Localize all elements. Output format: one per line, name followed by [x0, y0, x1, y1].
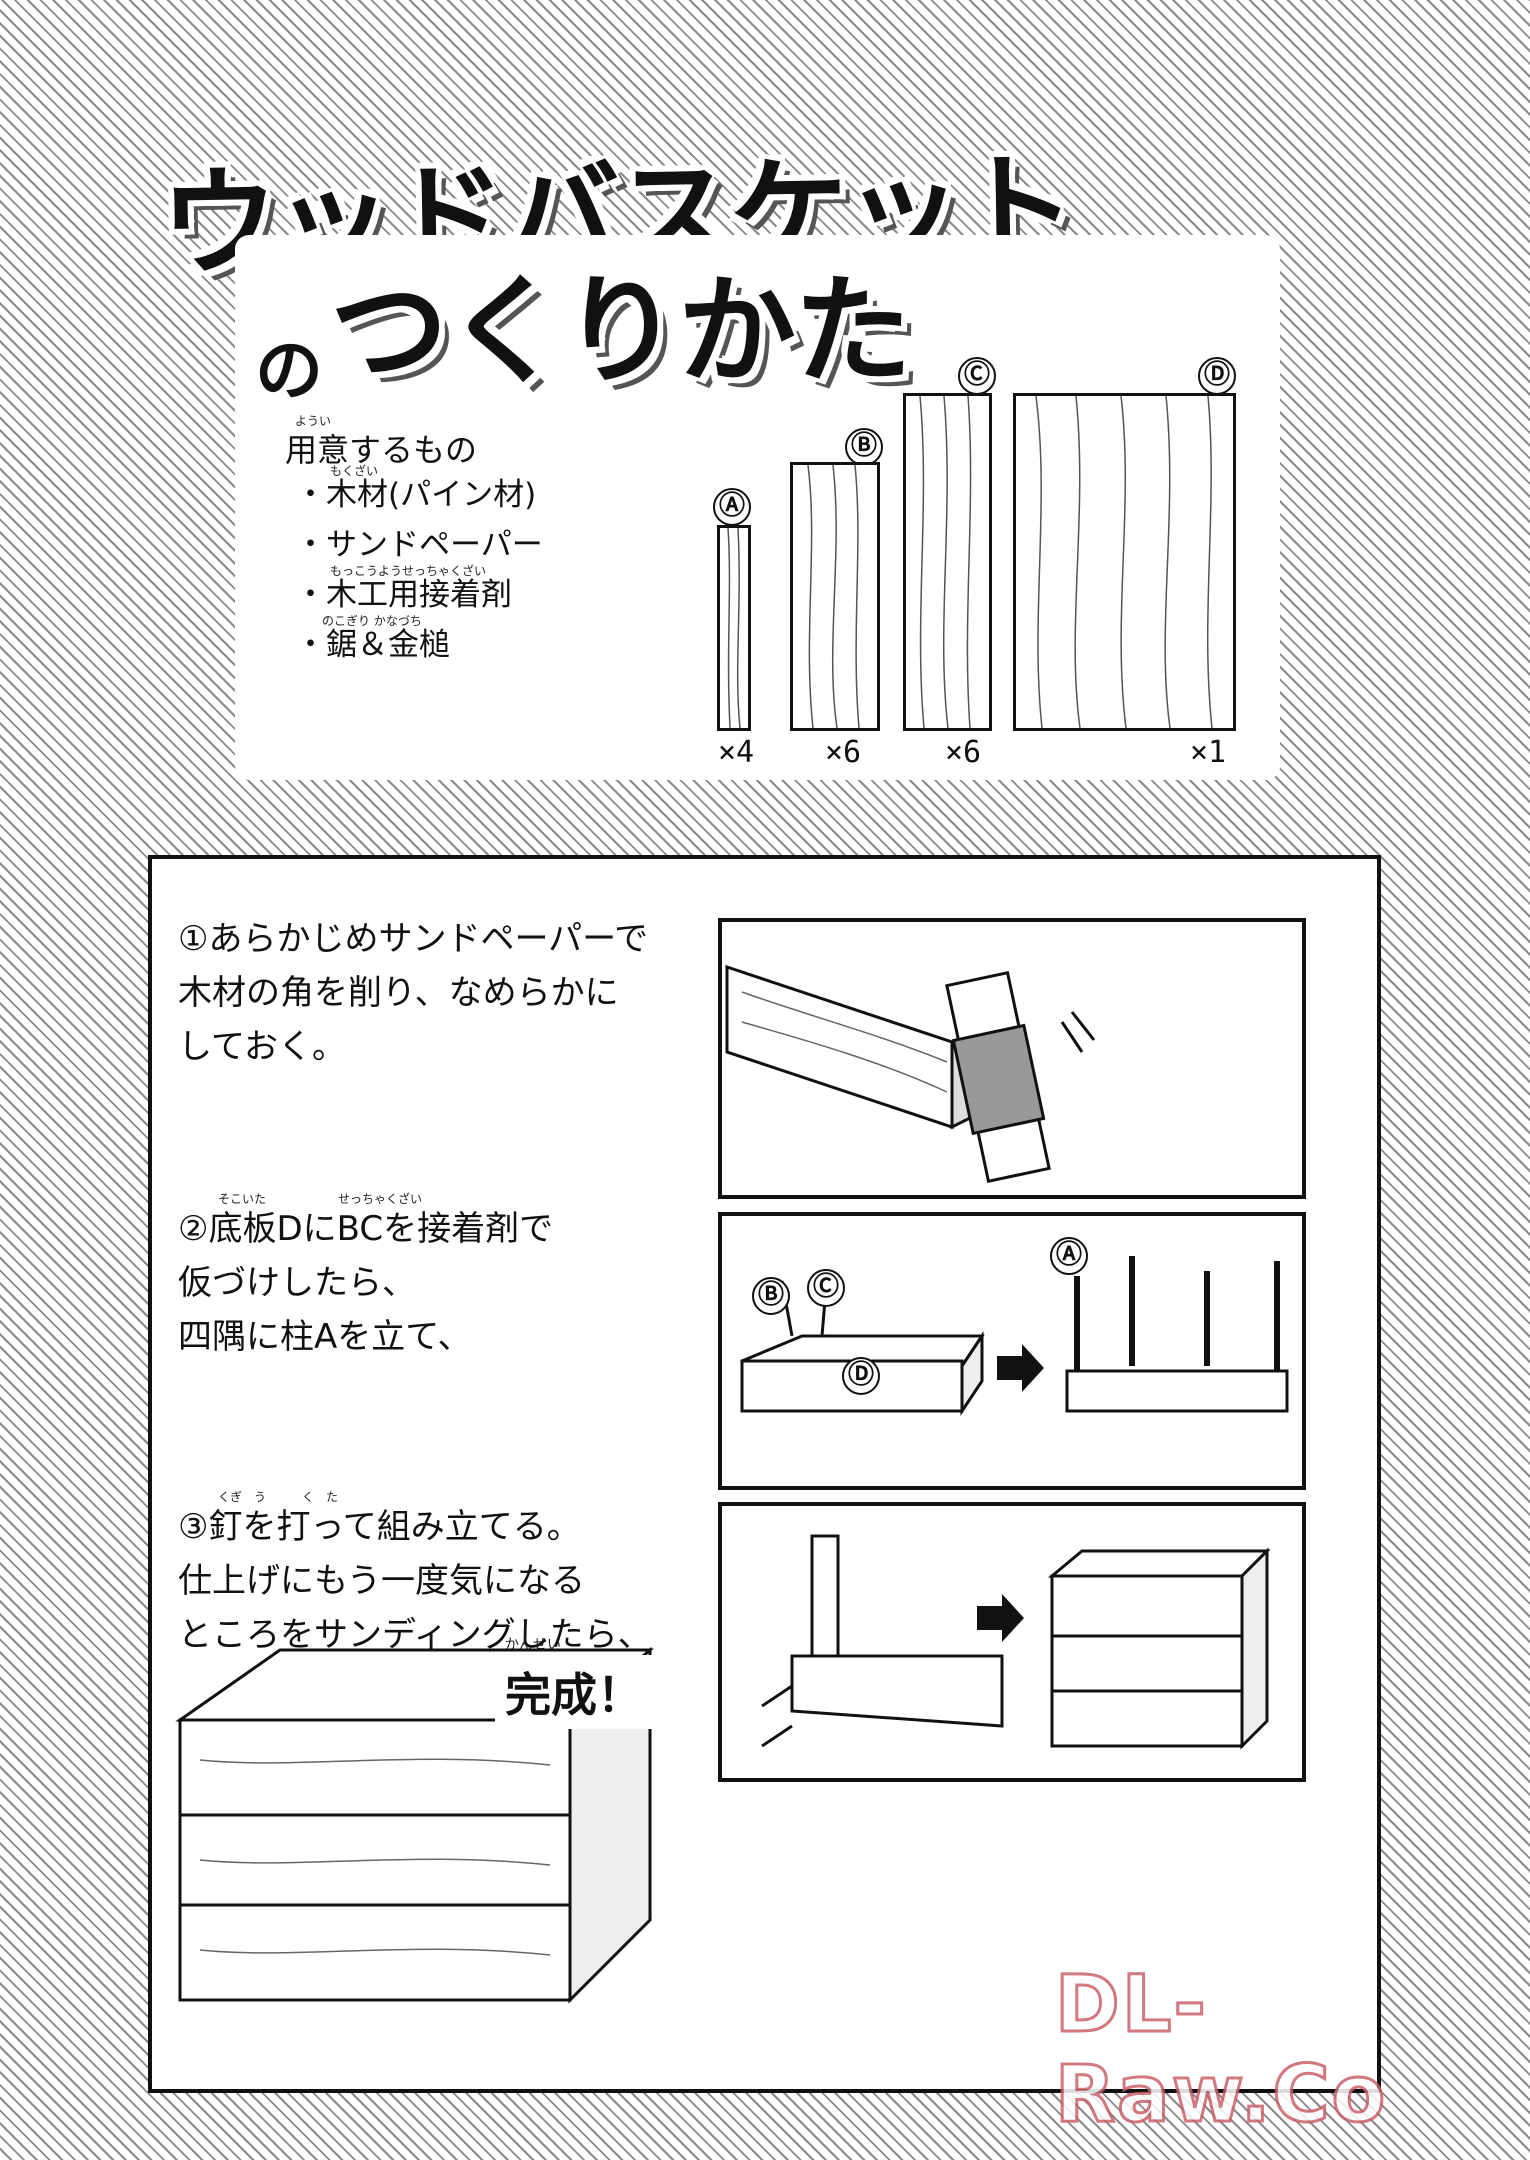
finish-label: 完成！: [495, 1655, 653, 1729]
materials-heading: 用意するもの: [285, 431, 478, 469]
board-qty-c: ×6: [945, 735, 982, 770]
sanding-board-icon: [725, 964, 1096, 1184]
wood-grain-icon: [727, 528, 741, 728]
board-label-b: Ⓑ: [845, 428, 883, 466]
watermark: DL-Raw.Co: [1054, 1959, 1388, 2142]
material-item: サンドペーパー: [295, 520, 543, 570]
board-label-c: Ⓒ: [958, 357, 996, 395]
title-no: の: [255, 332, 324, 411]
step-2-ruby: そこいた せっちゃくざい: [218, 1192, 423, 1206]
diagram-label-b: Ⓑ: [752, 1277, 790, 1315]
diagram-label-c: Ⓒ: [807, 1269, 845, 1307]
materials-list: 木材(パイン材) サンドペーパー 木工用接着剤 鋸＆金槌: [295, 470, 543, 670]
title-line-2: つくりかた: [330, 262, 912, 400]
materials-heading-ruby: ようい: [295, 414, 332, 428]
step-3-text: ③釘を打って組み立てる。 仕上げにもう一度気になる ところをサンディングしたら、: [178, 1507, 652, 1655]
step-1-text: ①あらかじめサンドペーパーで 木材の角を削り、なめらかに しておく。: [178, 919, 649, 1067]
step-3-ruby: くぎ う く た: [218, 1490, 339, 1504]
material-item: 木材(パイン材): [295, 470, 543, 520]
board-label-a: Ⓐ: [713, 488, 751, 526]
nailing-assembly-icon: [761, 1534, 1271, 1750]
board-qty-a: ×4: [718, 735, 755, 770]
board-qty-b: ×6: [825, 735, 862, 770]
base-assembly-icon: [740, 1256, 1289, 1416]
wood-grain-icon: [919, 396, 972, 728]
diagram-label-d: Ⓓ: [842, 1357, 880, 1395]
step-3-illustration: [718, 1502, 1306, 1782]
board-d: [1013, 393, 1236, 731]
diagram-label-a: Ⓐ: [1050, 1237, 1088, 1275]
step-1-illustration: [718, 918, 1306, 1199]
step-2-text: ②底板DにBCを接着剤で 仮づけしたら、 四隅に柱Aを立て、: [178, 1209, 554, 1357]
material-item: 鋸＆金槌: [295, 620, 543, 670]
finish-ruby: かんせい: [505, 1637, 561, 1653]
board-label-d: Ⓓ: [1198, 357, 1236, 395]
board-b: [790, 462, 880, 731]
wood-grain-icon: [807, 465, 860, 728]
board-a: [717, 525, 751, 731]
board-qty-d: ×1: [1190, 735, 1227, 770]
step-2-illustration: [718, 1212, 1306, 1490]
board-c: [903, 393, 992, 731]
material-item: 木工用接着剤: [295, 570, 543, 620]
wood-grain-icon: [1035, 396, 1213, 728]
